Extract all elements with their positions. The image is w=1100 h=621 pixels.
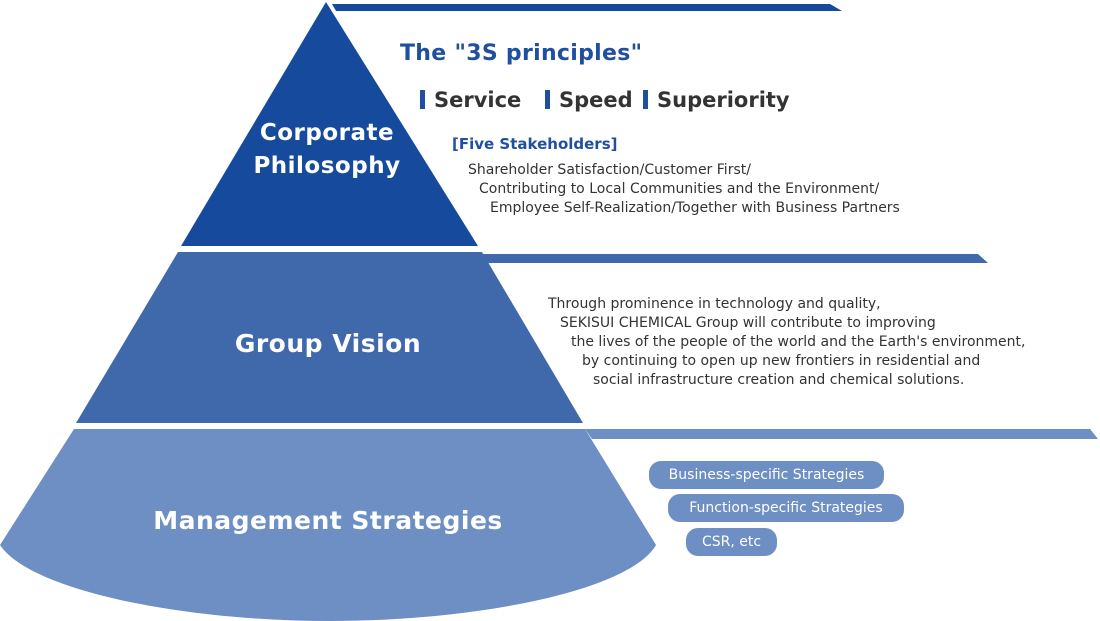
function-specific-strategies-pill: Function-specific Strategies	[668, 494, 904, 522]
group-vision-band	[482, 254, 988, 263]
vision-line: by continuing to open up new frontiers i…	[582, 353, 981, 369]
principle-service: Service	[420, 88, 521, 112]
stakeholders-line: Employee Self-Realization/Together with …	[490, 200, 900, 216]
management-strategies-label: Management Strategies	[153, 506, 503, 535]
principle-superiority: Superiority	[643, 88, 790, 112]
stakeholders-line: Contributing to Local Communities and th…	[479, 181, 880, 197]
vision-line: SEKISUI CHEMICAL Group will contribute t…	[560, 315, 936, 331]
stakeholders-title: [Five Stakeholders]	[452, 135, 618, 153]
principle-marker	[420, 90, 425, 109]
principle-speed: Speed	[545, 88, 633, 112]
vision-line: Through prominence in technology and qua…	[548, 296, 881, 312]
stakeholders-line: Shareholder Satisfaction/Customer First/	[468, 162, 751, 178]
principle-marker	[545, 90, 550, 109]
csr-etc-pill: CSR, etc	[686, 528, 777, 556]
principle-label: Service	[434, 88, 522, 112]
principle-label: Speed	[559, 88, 633, 112]
vision-line: the lives of the people of the world and…	[571, 334, 1026, 350]
corporate-philosophy-label: Corporate Philosophy	[240, 117, 414, 183]
principle-label: Superiority	[657, 88, 790, 112]
group-vision-label: Group Vision	[234, 329, 422, 358]
management-strategies-tier	[0, 429, 656, 621]
corporate-philosophy-tier	[181, 2, 478, 246]
corporate-philosophy-label-line2: Philosophy	[253, 153, 401, 179]
management-strategies-band	[585, 429, 1098, 439]
principle-marker	[643, 90, 648, 109]
corporate-philosophy-label-line1: Corporate	[259, 120, 395, 146]
vision-line: social infrastructure creation and chemi…	[593, 372, 965, 388]
group-vision-tier	[76, 252, 583, 423]
principles-title: The "3S principles"	[400, 41, 643, 66]
business-specific-strategies-pill: Business-specific Strategies	[649, 461, 884, 489]
corporate-philosophy-band	[332, 4, 842, 11]
